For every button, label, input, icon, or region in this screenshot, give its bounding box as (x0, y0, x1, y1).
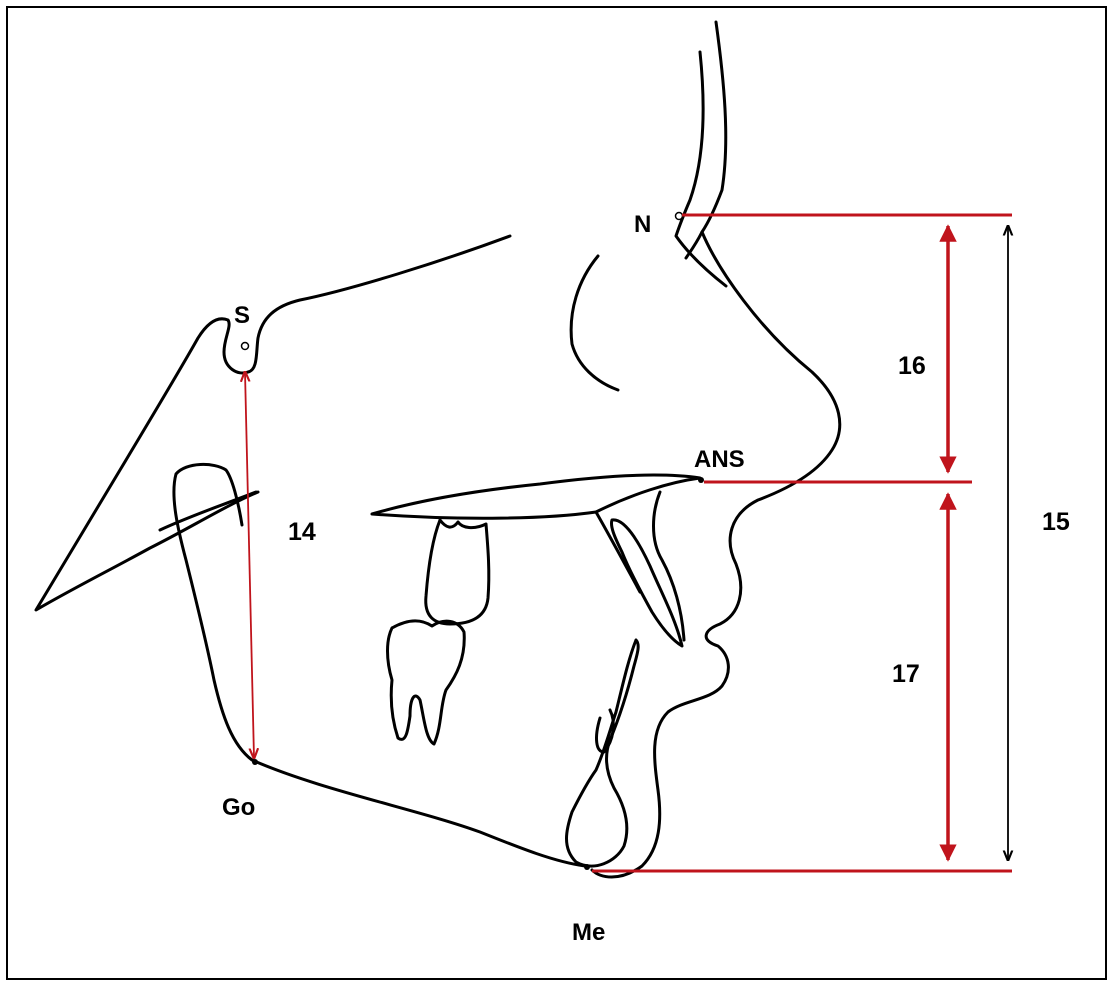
measurement-14-arrow (245, 372, 254, 758)
soft-tissue-profile (592, 232, 840, 877)
label-measurement-15: 15 (1042, 508, 1070, 536)
label-measurement-14: 14 (288, 518, 316, 546)
upper-molar (426, 520, 489, 624)
nasal-bone-line-1 (676, 52, 726, 286)
cranial-base-outline (36, 236, 510, 610)
palatal-outline (372, 475, 700, 518)
maxilla-front-outline (596, 492, 684, 640)
label-go: Go (222, 794, 255, 821)
label-measurement-17: 17 (892, 660, 920, 688)
landmark-me-point (584, 864, 590, 870)
landmark-n-point (676, 213, 683, 220)
landmark-s-point (242, 343, 249, 350)
label-me: Me (572, 919, 605, 946)
landmark-go-point (252, 759, 258, 765)
label-measurement-16: 16 (898, 352, 926, 380)
nasal-bone-line-2 (686, 22, 726, 258)
label-n: N (634, 211, 651, 238)
orbit-outline (571, 256, 618, 390)
lower-molar (388, 621, 465, 744)
landmark-ans-point (698, 477, 704, 483)
label-ans: ANS (694, 446, 745, 473)
label-s: S (234, 302, 250, 329)
